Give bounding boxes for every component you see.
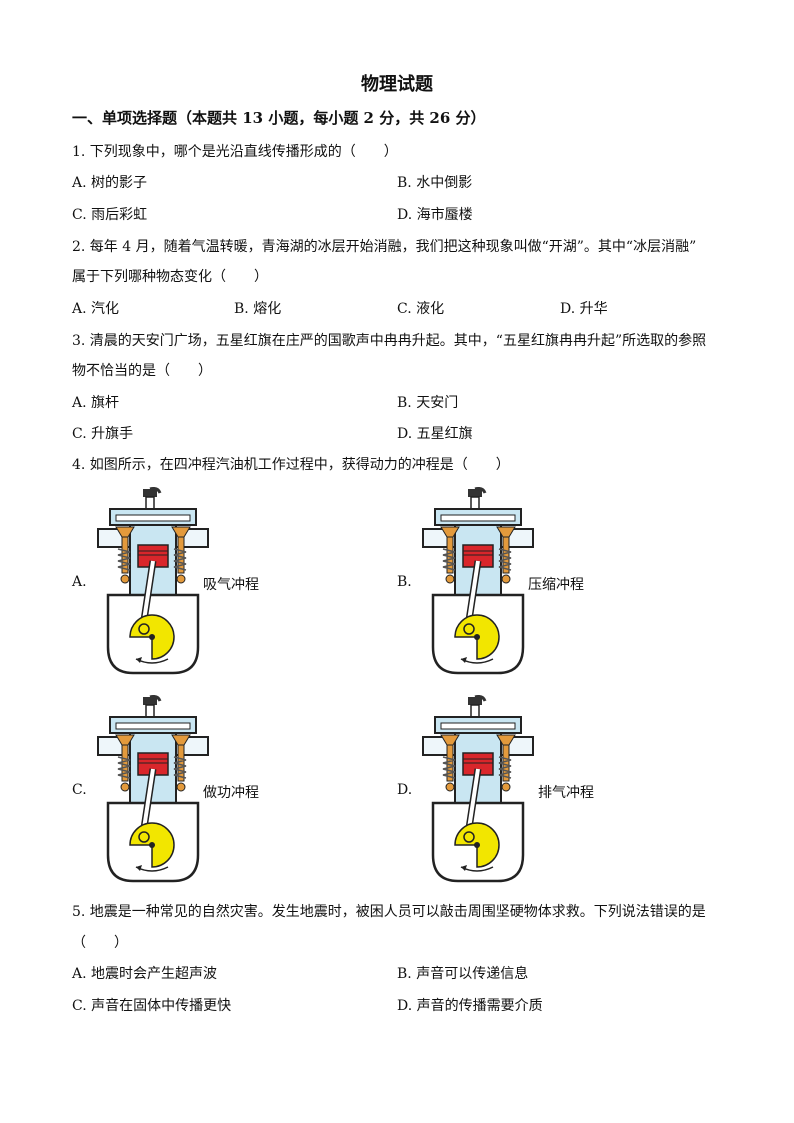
question-1-stem: 1. 下列现象中，哪个是光沿直线传播形成的（ ） — [72, 144, 398, 160]
question-4-option-d-label[interactable]: 排气冲程 — [538, 785, 594, 801]
question-5-option-c[interactable]: C. 声音在固体中传播更快 — [72, 998, 232, 1014]
exhaust-stroke-diagram — [413, 695, 543, 885]
question-2-option-b[interactable]: B. 熔化 — [234, 301, 282, 317]
question-3-option-a[interactable]: A. 旗杆 — [72, 395, 120, 411]
question-5-option-d[interactable]: D. 声音的传播需要介质 — [397, 998, 543, 1014]
compression-stroke-diagram — [413, 487, 543, 677]
section-heading: 一、单项选择题（本题共 13 小题，每小题 2 分，共 26 分） — [72, 109, 486, 127]
question-2-stem-line-2: 属于下列哪种物态变化（ ） — [72, 269, 268, 285]
question-1-option-a[interactable]: A. 树的影子 — [72, 175, 148, 191]
question-3-option-c[interactable]: C. 升旗手 — [72, 426, 134, 442]
intake-stroke-diagram — [88, 487, 218, 677]
question-3-option-d[interactable]: D. 五星红旗 — [397, 426, 473, 442]
question-2-stem-line-1: 2. 每年 4 月，随着气温转暖，青海湖的冰层开始消融，我们把这种现象叫做“开湖… — [72, 239, 697, 255]
question-4-option-a-label[interactable]: 吸气冲程 — [203, 577, 259, 593]
question-4-option-b-label[interactable]: 压缩冲程 — [528, 577, 584, 593]
question-1-option-b[interactable]: B. 水中倒影 — [397, 175, 473, 191]
question-2-option-d[interactable]: D. 升华 — [560, 301, 608, 317]
question-5-option-b[interactable]: B. 声音可以传递信息 — [397, 966, 529, 982]
question-4-option-a-letter[interactable]: A. — [72, 574, 87, 590]
question-3-stem-line-2: 物不恰当的是（ ） — [72, 363, 212, 379]
question-4-option-c-letter[interactable]: C. — [72, 782, 87, 798]
question-5-stem-line-2: （ ） — [72, 935, 128, 951]
question-4-stem: 4. 如图所示，在四冲程汽油机工作过程中，获得动力的冲程是（ ） — [72, 457, 510, 473]
question-2-option-a[interactable]: A. 汽化 — [72, 301, 120, 317]
question-1-option-d[interactable]: D. 海市蜃楼 — [397, 207, 473, 223]
question-4-option-b-letter[interactable]: B. — [397, 574, 412, 590]
question-5-option-a[interactable]: A. 地震时会产生超声波 — [72, 966, 218, 982]
question-3-option-b[interactable]: B. 天安门 — [397, 395, 459, 411]
question-4-option-d-letter[interactable]: D. — [397, 782, 413, 798]
question-3-stem-line-1: 3. 清晨的天安门广场，五星红旗在庄严的国歌声中冉冉升起。其中，“五星红旗冉冉升… — [72, 333, 707, 349]
question-2-option-c[interactable]: C. 液化 — [397, 301, 445, 317]
page-title: 物理试题 — [361, 74, 433, 95]
question-4-option-c-label[interactable]: 做功冲程 — [203, 785, 259, 801]
question-5-stem-line-1: 5. 地震是一种常见的自然灾害。发生地震时，被困人员可以敲击周围坚硬物体求救。下… — [72, 904, 706, 920]
question-1-option-c[interactable]: C. 雨后彩虹 — [72, 207, 148, 223]
power-stroke-diagram — [88, 695, 218, 885]
